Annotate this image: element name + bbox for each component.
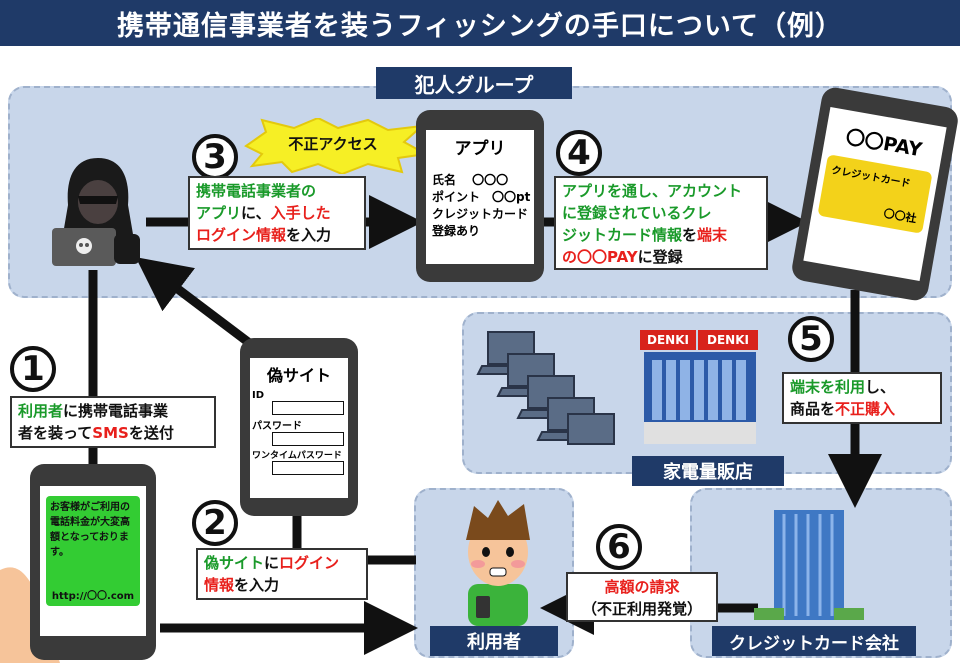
- step-5-fraud-purchase: 不正購入: [835, 400, 896, 418]
- fake-site-title: 偽サイト: [266, 366, 331, 385]
- step-1-particle: に: [63, 402, 79, 420]
- sms-phone-screen: お客様がご利用の電話料金が大変高額となっております。 http://〇〇.com: [40, 486, 146, 636]
- app-phone-screen: アプリ 氏名 〇〇〇 ポイント 〇〇pt クレジットカード 登録あり: [426, 130, 534, 264]
- step-4-pay: の〇〇PAY: [562, 248, 638, 266]
- app-phone: アプリ 氏名 〇〇〇 ポイント 〇〇pt クレジットカード 登録あり: [416, 110, 544, 282]
- user-icon: [466, 500, 530, 626]
- fake-site-otp-label: ワンタイムパスワード: [252, 451, 342, 461]
- page-title: 携帯通信事業者を装うフィッシングの手口について（例）: [0, 0, 960, 46]
- step-3-text: 携帯電話事業者の アプリに、入手した ログイン情報を入力: [188, 176, 366, 250]
- app-row-name: 氏名 〇〇〇: [432, 173, 509, 187]
- step-1-text: 利用者に携帯電話事業 者を装ってSMSを送付: [10, 396, 216, 448]
- app-title: アプリ: [454, 139, 506, 159]
- user-illustration: [448, 496, 548, 626]
- sms-url[interactable]: http://〇〇.com: [51, 591, 135, 602]
- step-3-line-3: ログイン情報を入力: [196, 224, 358, 246]
- step-5-goods: 商品を: [790, 400, 836, 418]
- step-1-send: を送付: [128, 424, 174, 442]
- step-4-register: に登録: [637, 248, 683, 266]
- pay-phone-screen: 〇〇PAY クレジットカード 〇〇社: [803, 106, 947, 282]
- step-4-line-2: に登録されているクレ: [562, 204, 712, 222]
- step-4-number: 4: [556, 130, 602, 176]
- sms-bubble: お客様がご利用の電話料金が大変高額となっております。 http://〇〇.com: [46, 496, 140, 606]
- sms-message: お客様がご利用の電話料金が大変高額となっております。: [50, 502, 130, 558]
- step-3-line-1: 携帯電話事業者の: [196, 182, 317, 200]
- pay-card-company: 〇〇社: [882, 206, 918, 226]
- step-1-pretend: 者を装って: [18, 424, 93, 442]
- step-2-login: ログイン: [279, 554, 340, 572]
- step-5-text: 端末を利用し、 商品を不正購入: [782, 372, 942, 424]
- step-5-number: 5: [788, 316, 834, 362]
- fake-site-id-label: ID: [252, 390, 265, 401]
- criminal-group-label: 犯人グループ: [376, 67, 572, 99]
- store-building: DENKI DENKI: [640, 322, 760, 450]
- hacker-illustration: [48, 150, 148, 270]
- step-1-carrier: 携帯電話事業: [78, 402, 169, 420]
- step-5-particle: し、: [865, 378, 896, 396]
- hacker-icon: [52, 158, 140, 266]
- step-2-info: 情報: [204, 576, 235, 594]
- credit-building: [754, 504, 864, 620]
- step-1-user: 利用者: [18, 402, 64, 420]
- credit-company-label: クレジットカード会社: [712, 626, 916, 656]
- step-2-fake-site: 偽サイト: [204, 554, 265, 572]
- fake-site-pw-field[interactable]: [272, 432, 344, 446]
- fake-site-otp-field[interactable]: [272, 461, 344, 475]
- step-4-device: 端末: [697, 226, 728, 244]
- step-2-text: 偽サイトにログイン 情報を入力: [196, 548, 368, 600]
- step-6-line-2: （不正利用発覚）: [581, 600, 702, 618]
- app-row-card: クレジットカード: [432, 207, 529, 221]
- office-building-icon: [754, 510, 864, 620]
- step-1-line-1: 利用者に携帯電話事業: [18, 400, 208, 422]
- step-3-number: 3: [192, 134, 238, 180]
- step-6-number: 6: [596, 524, 642, 570]
- step-4-card-info: ジットカード情報: [562, 226, 683, 244]
- step-4-line-1: アプリを通し、アカウント: [562, 182, 743, 200]
- step-3-particle: に、: [241, 204, 271, 222]
- step-3-line-2: アプリに、入手した: [196, 202, 358, 224]
- step-5-line-1: 端末を利用し、: [790, 376, 934, 398]
- step-1-sms: SMS: [92, 424, 129, 442]
- step-3-input: を入力: [286, 226, 332, 244]
- app-row-registered: 登録あり: [432, 224, 481, 238]
- store-sign-2: DENKI: [698, 330, 758, 350]
- step-5-line-2: 商品を不正購入: [790, 398, 934, 420]
- step-2-number: 2: [192, 500, 238, 546]
- step-3-app: アプリ: [196, 204, 242, 222]
- step-5-use-device: 端末を利用: [790, 378, 866, 396]
- store-entrance: [644, 422, 756, 444]
- fake-site-pw-label: パスワード: [252, 421, 302, 432]
- user-label: 利用者: [430, 626, 558, 656]
- step-2-line-2: 情報を入力: [204, 574, 360, 596]
- fraud-access-label: 不正アクセス: [288, 135, 378, 153]
- step-3-obtained: 入手した: [270, 204, 331, 222]
- step-2-input: を入力: [234, 576, 280, 594]
- step-4-particle: を: [682, 226, 698, 244]
- fake-site-screen: 偽サイト ID パスワード ワンタイムパスワード: [250, 358, 348, 498]
- step-2-particle: に: [264, 554, 280, 572]
- fake-site-phone: 偽サイト ID パスワード ワンタイムパスワード: [240, 338, 358, 516]
- sms-phone: お客様がご利用の電話料金が大変高額となっております。 http://〇〇.com: [30, 464, 156, 660]
- step-1-number: 1: [10, 346, 56, 392]
- step-6-line-1: 高額の請求: [604, 578, 680, 596]
- store-label: 家電量販店: [632, 456, 784, 486]
- step-6-text: 高額の請求 （不正利用発覚）: [566, 572, 718, 622]
- step-4-line-4: の〇〇PAYに登録: [562, 246, 760, 268]
- store-windows: [652, 360, 748, 420]
- laptops-illustration: [474, 326, 624, 456]
- store-facade: [644, 352, 756, 444]
- fraud-access-burst: 不正アクセス: [238, 116, 430, 176]
- app-row-points: ポイント 〇〇pt: [432, 190, 531, 204]
- step-2-line-1: 偽サイトにログイン: [204, 552, 360, 574]
- fake-site-id-field[interactable]: [272, 401, 344, 415]
- step-4-line-3: ジットカード情報を端末: [562, 224, 760, 246]
- pay-card-label: クレジットカード: [830, 165, 912, 190]
- pay-card: クレジットカード 〇〇社: [817, 154, 933, 234]
- step-4-text: アプリを通し、アカウント に登録されているクレ ジットカード情報を端末 の〇〇P…: [554, 176, 768, 270]
- laptop-icon: [476, 331, 615, 445]
- step-3-login-info: ログイン情報: [196, 226, 287, 244]
- step-1-line-2: 者を装ってSMSを送付: [18, 422, 208, 444]
- store-sign-1: DENKI: [640, 330, 696, 350]
